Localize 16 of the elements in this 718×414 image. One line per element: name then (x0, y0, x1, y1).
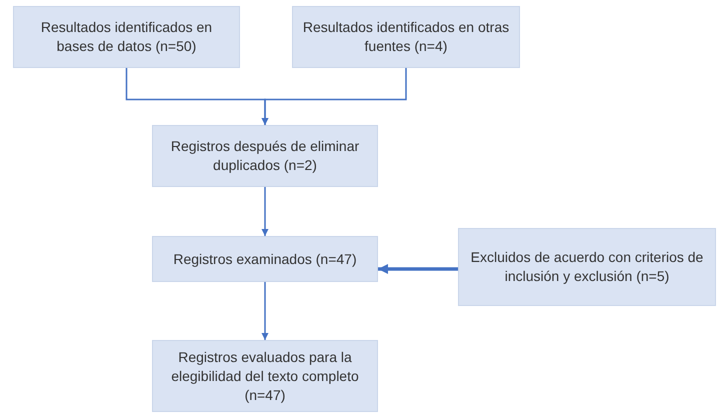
box-text: Registros examinados (n=47) (173, 250, 357, 268)
process-box (458, 228, 716, 306)
arrow (262, 282, 268, 340)
box-text: Resultados identificados en otras fuentes (n=4) (302, 18, 510, 56)
box-text: Resultados identificados en bases de datos (n=50) (40, 18, 214, 56)
box-text: Registros evaluados para la elegibilidad del texto completo (n=47) (170, 348, 360, 404)
arrow (262, 187, 268, 236)
arrow (262, 68, 407, 125)
process-box (152, 340, 378, 412)
process-box (13, 6, 240, 68)
process-box (152, 236, 378, 282)
process-box (292, 6, 520, 68)
box-text: Excluidos de acuerdo con criterios de inclusión y exclusión (n=5) (470, 248, 704, 286)
box-text: Registros después de eliminar duplicados (n=2) (170, 137, 360, 175)
arrow (378, 264, 458, 274)
process-box (152, 125, 378, 187)
